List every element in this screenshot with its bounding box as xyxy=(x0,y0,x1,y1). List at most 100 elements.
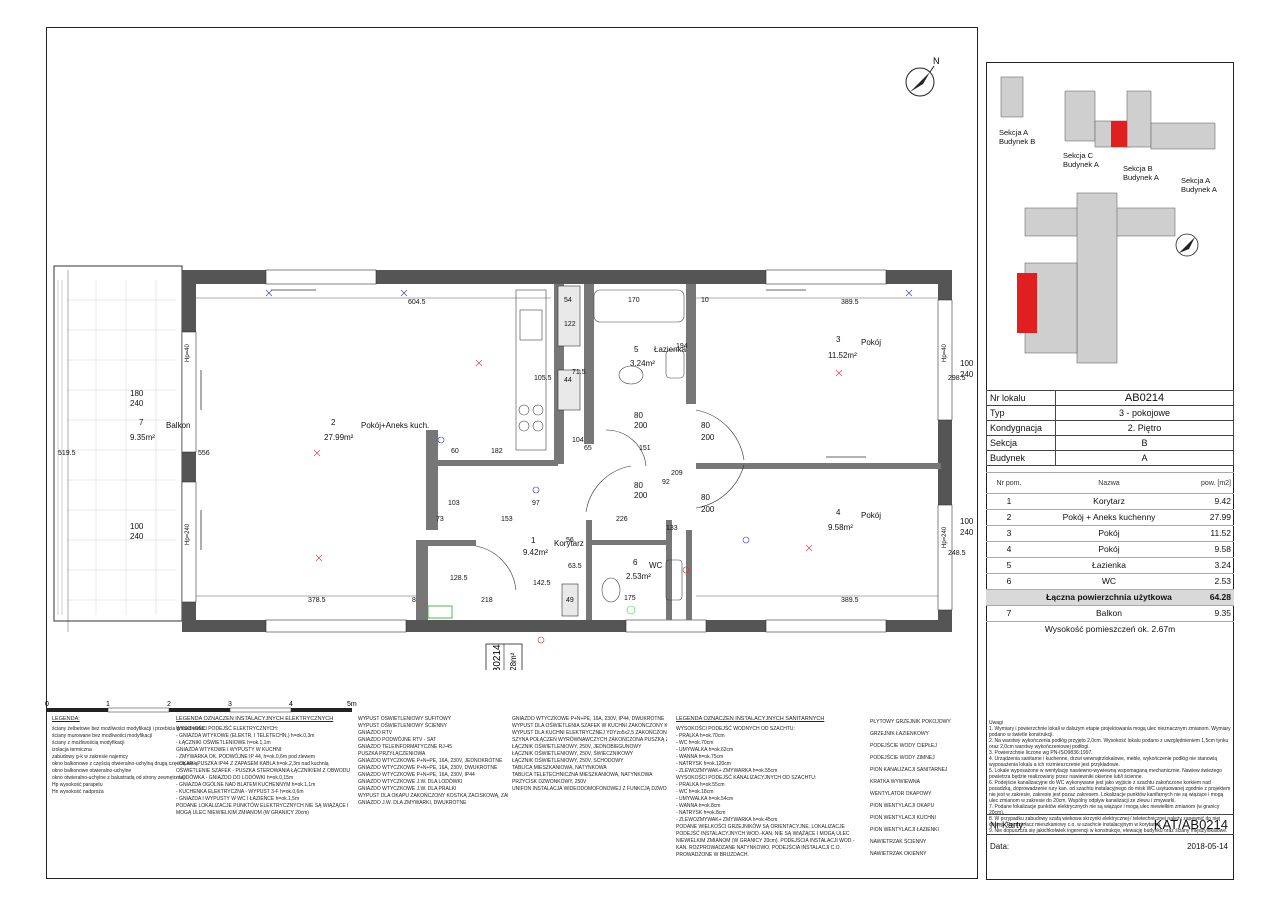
rooms-header-area: pow. [m2] xyxy=(1186,472,1234,494)
svg-text:97: 97 xyxy=(532,500,540,507)
svg-text:3: 3 xyxy=(228,701,232,708)
svg-text:151: 151 xyxy=(639,445,651,452)
svg-text:389.5: 389.5 xyxy=(841,299,859,306)
card-number: Nr Karty: KAT/AB0214 xyxy=(986,814,1234,835)
svg-text:AB0214: AB0214 xyxy=(492,644,503,670)
side-panel xyxy=(986,62,1234,880)
svg-text:65: 65 xyxy=(584,445,592,452)
svg-text:N: N xyxy=(933,56,940,66)
radiators xyxy=(200,289,866,550)
svg-text:200: 200 xyxy=(634,491,648,500)
room-label-name: Korytarz xyxy=(554,539,584,548)
info-value: A xyxy=(1055,450,1234,466)
svg-text:80: 80 xyxy=(701,421,710,430)
svg-text:240: 240 xyxy=(960,528,974,537)
svg-text:200: 200 xyxy=(701,505,715,514)
hp-label: Hp=240 xyxy=(185,523,191,545)
legend-symbols-3: PŁYTOWY GRZEJNIK POKOJOWY GRZEJNIK ŁAZIE… xyxy=(870,719,951,857)
svg-text:142.5: 142.5 xyxy=(533,580,551,587)
room-label-area: 9.58m² xyxy=(828,523,853,532)
info-value: 3 - pokojowe xyxy=(1055,405,1234,421)
svg-text:54: 54 xyxy=(564,297,572,304)
svg-text:389.5: 389.5 xyxy=(841,597,859,604)
svg-text:128.5: 128.5 xyxy=(450,575,468,582)
room-label-name: Balkon xyxy=(166,421,190,430)
svg-text:80: 80 xyxy=(634,481,643,490)
svg-text:63.5: 63.5 xyxy=(568,563,582,570)
room-label-num: 5 xyxy=(634,345,639,354)
svg-text:49: 49 xyxy=(566,597,574,604)
info-value: B xyxy=(1055,435,1234,451)
svg-text:175: 175 xyxy=(624,595,636,602)
svg-text:200: 200 xyxy=(634,421,648,430)
room-label-name: Pokój+Aneks kuch. xyxy=(361,421,429,430)
svg-text:2: 2 xyxy=(167,701,171,708)
hp-label: Hp=40 xyxy=(185,343,191,362)
room-label-num: 1 xyxy=(531,536,536,545)
svg-text:153: 153 xyxy=(501,516,513,523)
kitchen-units xyxy=(515,289,547,451)
room-label-num: 4 xyxy=(836,508,841,517)
notes: Uwagi 1. Wymiary i powierzchnie lokali w… xyxy=(989,720,1231,834)
svg-text:122: 122 xyxy=(564,321,576,328)
info-value: AB0214 xyxy=(1055,390,1234,406)
door-dimension-texts: 180 240 100 240 80 200 80 200 80 200 100… xyxy=(130,359,974,541)
info-key: Budynek xyxy=(986,450,1056,466)
room-label-num: 3 xyxy=(836,335,841,344)
svg-text:56: 56 xyxy=(566,537,574,544)
room-label-area: 9.35m² xyxy=(130,433,155,442)
svg-text:240: 240 xyxy=(130,399,144,408)
hp-label: Hp=40 xyxy=(942,343,948,362)
scale-bar: 0 1 2 3 4 5m xyxy=(45,701,357,713)
room-label-area: 3.24m² xyxy=(630,359,655,368)
apartment-highlight xyxy=(1017,273,1037,333)
floor-plan: 7 Balkon 9.35m² 2 Pokój+Aneks kuch. 27.9… xyxy=(53,265,974,670)
svg-text:180: 180 xyxy=(130,389,144,398)
svg-text:80: 80 xyxy=(701,493,710,502)
doors xyxy=(475,409,745,591)
svg-text:194: 194 xyxy=(676,343,688,350)
svg-text:100: 100 xyxy=(960,517,974,526)
room-label-area: 27.99m² xyxy=(324,433,354,442)
room-labels: 7 Balkon 9.35m² 2 Pokój+Aneks kuch. 27.9… xyxy=(130,335,881,581)
installation-points xyxy=(313,359,843,644)
legend-electrical: LEGENDA OZNACZEŃ INSTALACYJNYCH ELEKTRYC… xyxy=(176,716,351,816)
svg-text:378.5: 378.5 xyxy=(308,597,326,604)
svg-text:226: 226 xyxy=(616,516,628,523)
room-label-area: 11.52m² xyxy=(828,351,857,360)
bath-fixtures xyxy=(593,289,685,603)
svg-text:218: 218 xyxy=(481,597,493,604)
shafts xyxy=(557,285,581,617)
svg-text:100: 100 xyxy=(130,522,144,531)
date-field: Data: 2018-05-14 xyxy=(986,834,1234,857)
room-label-num: 2 xyxy=(331,418,336,427)
apartment-highlight xyxy=(1111,121,1127,147)
balcony-tiles xyxy=(66,280,176,615)
svg-text:182: 182 xyxy=(491,448,503,455)
legend-symbols-2: GNIAZDO WTYCZKOWE P+N+PE, 16A, 230V, IP4… xyxy=(512,716,667,792)
drawing-frame xyxy=(46,27,978,879)
svg-text:105.5: 105.5 xyxy=(534,375,552,382)
svg-text:519.5: 519.5 xyxy=(58,450,76,457)
north-arrow-icon: N xyxy=(905,56,940,97)
legend-symbols-1: WYPUST OŚWIETLENIOWY SUFITOWY WYPUST OŚW… xyxy=(358,716,508,806)
svg-text:133: 133 xyxy=(666,525,678,532)
svg-text:60: 60 xyxy=(451,448,459,455)
svg-text:100: 100 xyxy=(960,359,974,368)
svg-text:1: 1 xyxy=(106,701,110,708)
info-key: Sekcja xyxy=(986,435,1056,451)
svg-text:0: 0 xyxy=(45,701,49,708)
svg-text:73: 73 xyxy=(436,516,444,523)
balcony xyxy=(53,265,183,622)
room-label-name: WC xyxy=(649,561,663,570)
info-key: Nr lokalu xyxy=(986,390,1056,406)
svg-text:240: 240 xyxy=(960,370,974,379)
svg-text:104: 104 xyxy=(572,437,584,444)
svg-text:103: 103 xyxy=(448,500,460,507)
dimension-texts: 604.5 389.5 170 378.5 389.5 298.5 248.5 … xyxy=(58,297,966,604)
